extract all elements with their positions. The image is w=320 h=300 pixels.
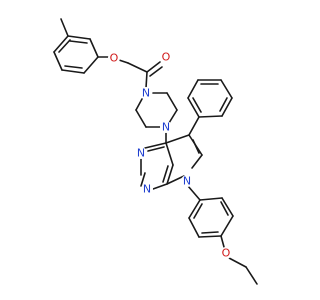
atom-label-N: N bbox=[143, 183, 151, 196]
atom-label-N: N bbox=[183, 175, 191, 188]
bond-double-inner bbox=[147, 146, 165, 152]
bond bbox=[83, 56, 99, 74]
bond-double-inner bbox=[192, 139, 200, 154]
atom-label-O: O bbox=[110, 52, 119, 65]
bond-methyl bbox=[60, 18, 69, 37]
bond bbox=[67, 35, 91, 40]
bond bbox=[89, 38, 99, 58]
bond bbox=[127, 62, 148, 73]
atom-ketone-oxygen: O bbox=[160, 51, 172, 64]
bond-double-inner bbox=[192, 97, 202, 113]
bonds bbox=[53, 18, 258, 285]
atom-label-N: N bbox=[162, 121, 170, 134]
atom-labels: O O N N N N N O bbox=[108, 51, 232, 260]
bond-double-inner bbox=[69, 40, 88, 44]
bond bbox=[166, 92, 178, 111]
bond bbox=[187, 79, 199, 99]
bond-double-inner bbox=[220, 201, 229, 216]
bond bbox=[221, 97, 233, 117]
atom-label-N: N bbox=[137, 147, 145, 160]
bond bbox=[165, 134, 190, 144]
bond-double-inner bbox=[64, 65, 83, 69]
molecule-structure: O O N N N N N O bbox=[53, 18, 258, 285]
bond bbox=[53, 51, 63, 71]
bond-double-inner bbox=[201, 231, 219, 234]
bond bbox=[166, 175, 185, 185]
atom-label-O: O bbox=[222, 247, 231, 260]
atom-label-N: N bbox=[142, 87, 150, 100]
bond bbox=[188, 199, 201, 219]
bond bbox=[145, 71, 148, 89]
bond bbox=[228, 257, 247, 268]
atom-ethoxy-oxygen: O bbox=[220, 247, 232, 260]
bond bbox=[166, 164, 174, 185]
bond bbox=[191, 154, 203, 169]
atom-label-O: O bbox=[162, 51, 171, 64]
bond bbox=[165, 142, 174, 166]
bond bbox=[220, 235, 225, 248]
bond-double-inner bbox=[162, 165, 169, 183]
bond bbox=[118, 59, 129, 64]
bond bbox=[53, 35, 69, 53]
bond-carbonyl bbox=[146, 61, 161, 73]
bond bbox=[188, 217, 200, 238]
bond bbox=[135, 98, 143, 111]
bond bbox=[152, 183, 168, 190]
bond bbox=[168, 109, 178, 124]
bond bbox=[135, 109, 147, 128]
bond bbox=[220, 79, 233, 99]
atom-piperazine-n-top: N bbox=[140, 87, 152, 100]
atom-piperazine-n-bottom: N bbox=[160, 121, 172, 134]
bond-double-inner bbox=[58, 39, 71, 53]
atom-pyrrole-n: N bbox=[181, 175, 193, 188]
bond bbox=[245, 266, 258, 285]
atom-pyrimidine-n1: N bbox=[135, 147, 147, 160]
bond bbox=[220, 215, 234, 237]
atom-pyrimidine-n2: N bbox=[141, 183, 153, 196]
bond bbox=[199, 197, 223, 201]
atom-ether-oxygen: O bbox=[108, 52, 120, 65]
bond-carbonyl bbox=[149, 66, 163, 77]
bond-double-inner bbox=[193, 203, 203, 219]
bond bbox=[187, 185, 201, 201]
bond bbox=[144, 142, 167, 149]
bond bbox=[198, 235, 222, 238]
bond-double-inner bbox=[219, 97, 228, 112]
bond bbox=[140, 172, 146, 187]
bond bbox=[188, 116, 200, 136]
bond bbox=[187, 97, 200, 118]
bond bbox=[61, 69, 85, 74]
bond bbox=[198, 115, 223, 118]
bond bbox=[221, 197, 234, 217]
